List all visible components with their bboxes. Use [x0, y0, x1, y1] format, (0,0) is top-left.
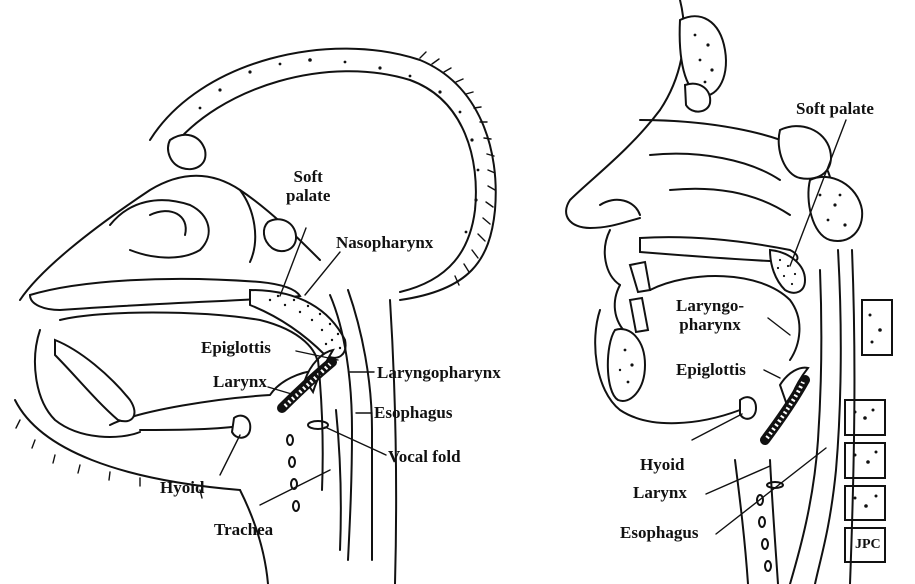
right-label-esophagus: Esophagus: [620, 523, 698, 542]
right-label-larynx: Larynx: [633, 483, 687, 502]
left-label-hyoid: Hyoid: [160, 478, 204, 497]
left-leader-lines: [220, 228, 386, 505]
left-label-nasopharynx: Nasopharynx: [336, 233, 433, 252]
left-label-laryngopharynx: Laryngopharynx: [377, 363, 501, 382]
left-label-soft-palate: Soft palate: [286, 167, 330, 205]
left-label-larynx: Larynx: [213, 372, 267, 391]
artist-signature: JPC: [855, 535, 881, 554]
right-head-illustration: [566, 0, 892, 584]
left-label-esophagus: Esophagus: [374, 403, 452, 422]
right-label-soft-palate: Soft palate: [796, 99, 874, 118]
left-label-trachea: Trachea: [214, 520, 273, 539]
left-label-epiglottis: Epiglottis: [201, 338, 271, 357]
right-label-epiglottis: Epiglottis: [676, 360, 746, 379]
left-label-vocal-fold: Vocal fold: [388, 447, 461, 466]
right-label-laryngopharynx: Laryngo- pharynx: [676, 296, 744, 334]
left-head-illustration: [15, 49, 496, 584]
right-label-hyoid: Hyoid: [640, 455, 684, 474]
